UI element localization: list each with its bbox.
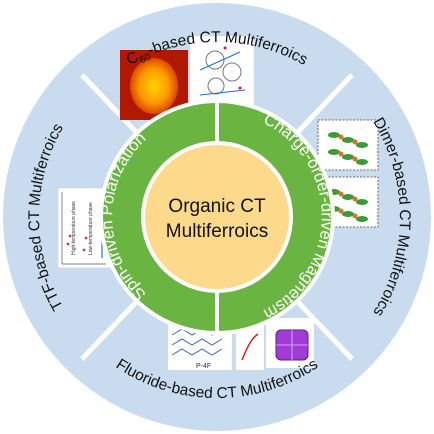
low-temp-label: Low-temperature phase	[88, 202, 94, 255]
center-title-line1: Organic CT	[168, 196, 266, 217]
arrow-icon	[199, 89, 246, 96]
molecule-icon	[207, 77, 225, 95]
arrow-icon	[199, 51, 241, 71]
dimer-panel-top	[317, 119, 379, 171]
molecule-icon	[205, 50, 225, 70]
molecule-icon	[222, 62, 242, 82]
p4f-label: P-4F	[196, 363, 211, 370]
center-title-line2: Multiferroics	[166, 221, 268, 242]
c60-crystal	[130, 58, 178, 114]
c60-spin-diagram	[189, 35, 255, 107]
center-disc	[141, 141, 293, 293]
high-temp-label: High-temperature phase	[71, 201, 77, 255]
spin-arrow-icon	[241, 333, 259, 361]
